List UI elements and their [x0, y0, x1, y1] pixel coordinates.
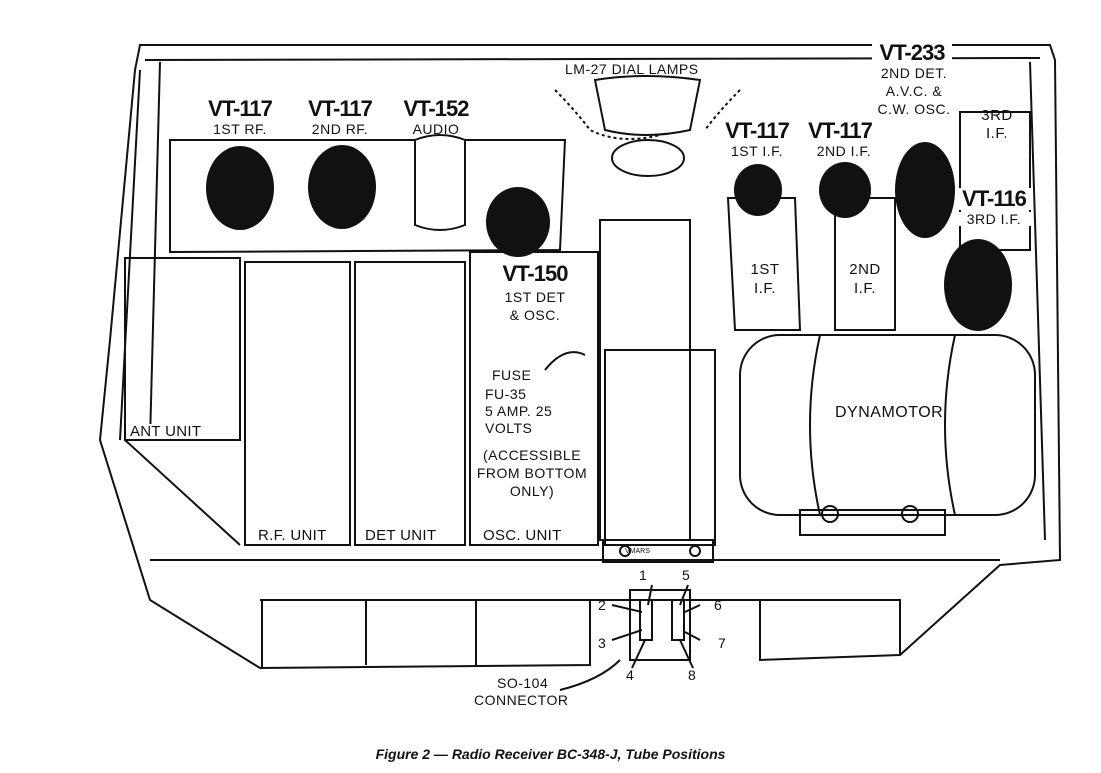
- fuse-line2: FU-35: [485, 386, 527, 402]
- vt117-1st-if-name: VT-117: [725, 118, 790, 143]
- osc-unit-box: [469, 251, 599, 546]
- if2-can-line1: 2ND: [849, 261, 881, 278]
- vt117-1st-rf-name: VT-117: [208, 96, 273, 121]
- accessible-line3: ONLY): [509, 483, 555, 499]
- fuse-block: [604, 349, 716, 546]
- left-wall: [119, 69, 141, 441]
- accessible-line2: FROM BOTTOM: [476, 465, 588, 481]
- connector-pointer: [559, 659, 621, 691]
- vmars-mark: VMARS: [625, 548, 650, 555]
- vt117-1st-rf-desc: 1ST RF.: [213, 121, 267, 137]
- vmars-plate: [602, 539, 714, 563]
- tube-vt117-1st-if: [734, 164, 782, 216]
- dynamotor-label: DYNAMOTOR: [835, 404, 944, 421]
- vt233-name: VT-233: [872, 42, 952, 64]
- vt233-desc3: C.W. OSC.: [877, 101, 951, 117]
- third-if-line1: 3RD: [981, 107, 1013, 124]
- vt117-2nd-if-name: VT-117: [808, 118, 873, 143]
- ant-unit-label: ANT UNIT: [128, 423, 204, 440]
- pin-8-label: 8: [688, 667, 696, 683]
- accessible-line1: (ACCESSIBLE: [482, 447, 582, 463]
- ant-unit-box: [124, 257, 241, 441]
- det-unit-box: [354, 261, 466, 546]
- dynamotor-body: [739, 334, 1036, 516]
- vt152-desc: AUDIO: [412, 121, 460, 137]
- tube-vt116: [944, 239, 1012, 331]
- if2-can-line2: I.F.: [853, 280, 876, 297]
- vt233-desc2: A.V.C. &: [885, 83, 943, 99]
- vt150-desc2: & OSC.: [509, 307, 561, 323]
- pin-4-label: 4: [626, 667, 634, 683]
- center-channel: [599, 219, 691, 541]
- fuse-line1: FUSE: [492, 367, 532, 383]
- tube-vt117-1st-rf: [206, 146, 274, 230]
- pin-3-label: 3: [598, 635, 606, 651]
- osc-unit-label: OSC. UNIT: [481, 527, 564, 544]
- det-unit-label: DET UNIT: [363, 527, 439, 544]
- vt117-2nd-if-desc: 2ND I.F.: [816, 143, 872, 159]
- vt117-2nd-rf-name: VT-117: [308, 96, 373, 121]
- rf-unit-label: R.F. UNIT: [256, 527, 329, 544]
- pin-2-label: 2: [598, 597, 606, 613]
- pin-6-label: 6: [714, 597, 722, 613]
- vt117-1st-if-desc: 1ST I.F.: [731, 143, 783, 159]
- dial-lens: [611, 139, 685, 177]
- dial-lamps-label: LM-27 DIAL LAMPS: [565, 61, 699, 77]
- tube-vt150: [486, 187, 550, 257]
- if1-can-line2: I.F.: [753, 280, 776, 297]
- connector-line1: SO-104: [497, 675, 549, 691]
- if2-can: [834, 197, 896, 331]
- fuse-line3: 5 AMP. 25: [485, 403, 553, 419]
- figure-caption: Figure 2 — Radio Receiver BC-348-J, Tube…: [375, 746, 726, 762]
- vt233-desc1: 2ND DET.: [880, 65, 948, 81]
- fuse-pointer: [544, 351, 586, 371]
- vt116-desc: 3RD I.F.: [955, 212, 1033, 226]
- right-wall: [1029, 61, 1046, 541]
- vt116-name: VT-116: [955, 188, 1033, 210]
- if1-can-line1: 1ST: [750, 261, 780, 278]
- vt150-desc1: 1ST DET: [504, 289, 566, 305]
- vt150-name: VT-150: [502, 261, 569, 286]
- vt152-name: VT-152: [403, 96, 470, 121]
- tube-vt117-2nd-if: [819, 162, 871, 218]
- tube-vt117-2nd-rf: [308, 145, 376, 229]
- pin-1-label: 1: [639, 567, 647, 583]
- fuse-line4: VOLTS: [485, 420, 533, 436]
- tube-vt152: [414, 134, 466, 231]
- vt117-2nd-rf-desc: 2ND RF.: [311, 121, 369, 137]
- third-if-line2: I.F.: [985, 125, 1008, 142]
- connector-line2: CONNECTOR: [474, 692, 569, 708]
- pin-5-label: 5: [682, 567, 690, 583]
- tube-vt233: [895, 142, 955, 238]
- pin-7-label: 7: [718, 635, 726, 651]
- rf-unit-box: [244, 261, 351, 546]
- dial-window: [593, 75, 702, 136]
- so104-connector: [629, 589, 691, 661]
